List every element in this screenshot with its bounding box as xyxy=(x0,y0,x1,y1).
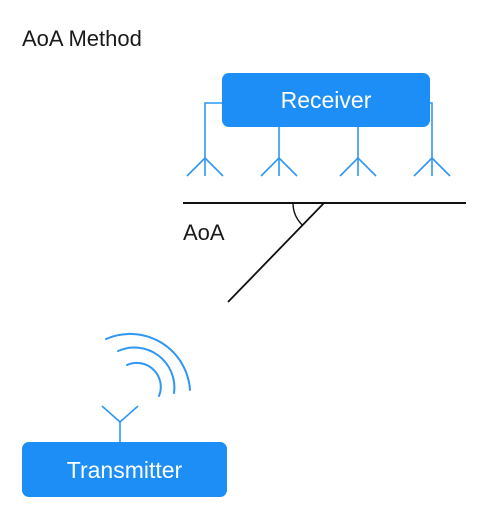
antenna-icon xyxy=(413,157,451,177)
receiver-box: Receiver xyxy=(222,73,430,127)
transmitter-label: Transmitter xyxy=(67,457,183,483)
antenna-icon xyxy=(186,157,224,177)
signal-direction-line xyxy=(227,202,325,303)
signal-waves-icon xyxy=(105,332,191,397)
diagram-title: AoA Method xyxy=(22,26,142,51)
angle-arc xyxy=(292,202,304,226)
angle-label: AoA xyxy=(183,220,225,245)
antenna-icon xyxy=(101,405,139,444)
transmitter-box: Transmitter xyxy=(22,442,227,497)
antenna-icon xyxy=(339,157,377,177)
receiver-label: Receiver xyxy=(281,87,372,113)
antenna-icon xyxy=(260,157,298,177)
